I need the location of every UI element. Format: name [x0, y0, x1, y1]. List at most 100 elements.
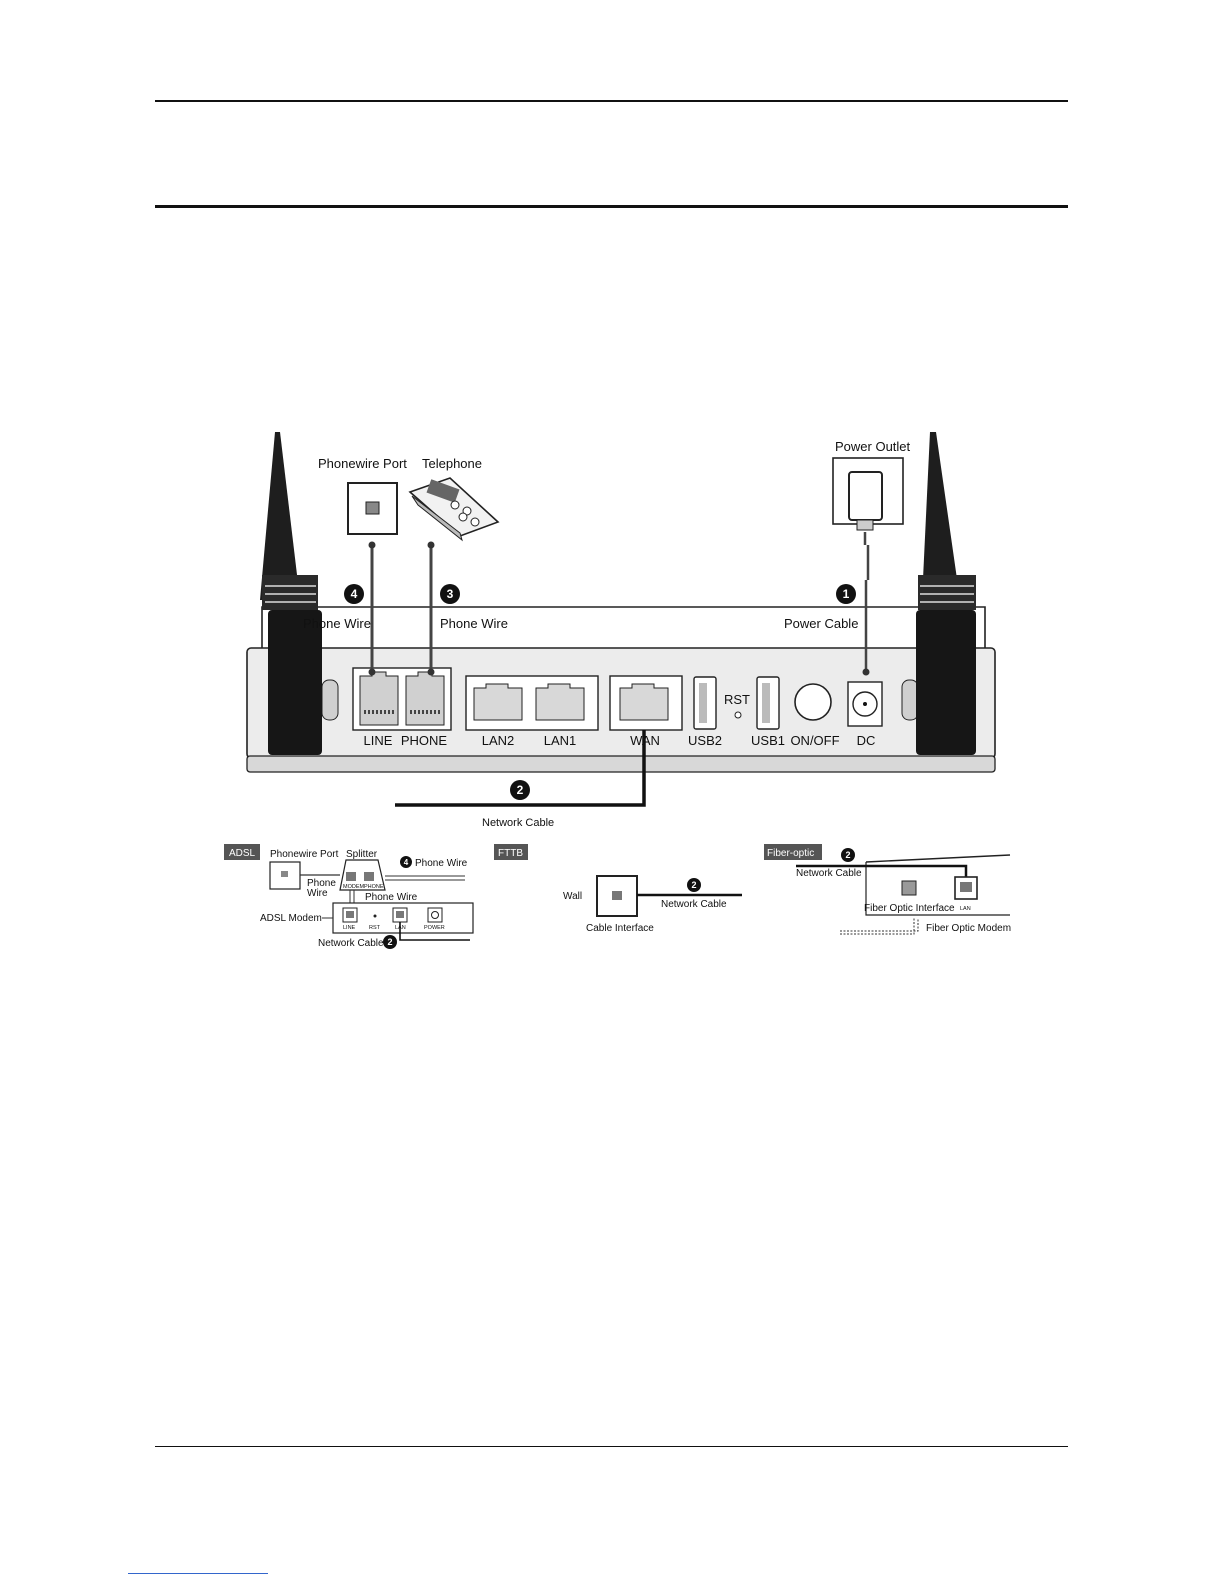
power-cable-plug	[862, 668, 870, 676]
telephone-icon	[408, 477, 500, 542]
adsl-phonewire-jack	[281, 871, 288, 877]
adsl-splitter-phone-label: PHONE	[364, 884, 384, 890]
phone-wire-label-3: Phone Wire	[440, 616, 508, 631]
port-label-usb1: USB1	[751, 733, 785, 748]
rst-button[interactable]	[734, 711, 742, 719]
power-cable-label: Power Cable	[784, 616, 858, 631]
phone-wire-line-plug	[368, 668, 376, 676]
adsl-phone-wire-left-1: Phone	[307, 878, 336, 889]
power-adapter-icon	[848, 471, 883, 521]
adsl-splitter-modem-jack	[346, 872, 356, 881]
adsl-modem-line-jack	[346, 911, 354, 918]
step-4-number: 4	[351, 587, 358, 601]
adsl-phonewire-port-label: Phonewire Port	[270, 849, 339, 860]
fiber-inset: Fiber-optic 2 Network Cable Fiber Optic …	[764, 844, 1011, 935]
fttb-tag-box	[494, 844, 528, 860]
fiber-modem-outline	[865, 862, 1010, 916]
adsl-inset: ADSL Phonewire Port Splitter MODEM PHONE…	[224, 844, 474, 949]
port-label-lan1: LAN1	[544, 733, 577, 748]
adsl-step-2-number: 2	[387, 937, 392, 947]
port-label-rst: RST	[724, 692, 750, 707]
fiber-network-cable	[796, 864, 968, 877]
adsl-modem-power-label: POWER	[424, 925, 445, 931]
fttb-inset: FTTB Wall 2 Network Cable Cable Interfac…	[494, 844, 742, 934]
phone-wire-phone-plug	[427, 668, 435, 676]
fiber-interface-port	[901, 880, 917, 896]
lan1-port[interactable]	[535, 683, 585, 721]
phone-wire-line-end	[368, 541, 376, 549]
line-port[interactable]	[359, 671, 399, 726]
adsl-splitter-icon	[339, 859, 386, 891]
port-label-onoff: ON/OFF	[790, 733, 839, 748]
telephone-label: Telephone	[422, 456, 482, 471]
phonewire-port-label: Phonewire Port	[318, 456, 407, 471]
footer-link-underline	[128, 1573, 268, 1574]
header-rule-top	[155, 100, 1068, 102]
fiber-modem-top-edge	[865, 854, 1011, 863]
adsl-network-cable-label: Network Cable	[318, 938, 384, 949]
phone-port[interactable]	[405, 671, 445, 726]
port-label-lan2: LAN2	[482, 733, 515, 748]
step-2-number: 2	[517, 783, 524, 797]
adsl-modem-line-label: LINE	[343, 925, 356, 931]
step-1-marker	[836, 584, 856, 604]
fttb-network-cable-label: Network Cable	[661, 899, 727, 910]
adsl-phone-wire-out	[385, 875, 465, 881]
fiber-modem-label: Fiber Optic Modem	[926, 923, 1011, 934]
fiber-tag-box	[764, 844, 822, 860]
fiber-lan-label: LAN	[960, 906, 971, 912]
fttb-step-2-number: 2	[691, 880, 696, 890]
adsl-modem-rst-label: RST	[369, 925, 381, 931]
fiber-optic-line	[840, 918, 919, 935]
lan2-port[interactable]	[473, 683, 523, 721]
adsl-phone-wire-left-2: Wire	[307, 888, 328, 899]
adsl-step-2-marker	[383, 935, 397, 949]
phone-wire-label-4: Phone Wire	[303, 616, 371, 631]
port-label-line: LINE	[364, 733, 393, 748]
fiber-interface-label: Fiber Optic Interface	[864, 903, 955, 914]
phonewire-port-jack	[365, 501, 380, 515]
wan-port[interactable]	[619, 683, 669, 721]
usb2-port-tongue	[699, 683, 707, 723]
adsl-splitter-phone-jack	[364, 872, 374, 881]
onoff-button[interactable]	[794, 683, 832, 721]
network-cable-label: Network Cable	[482, 817, 554, 829]
fiber-lan-jack	[960, 882, 972, 892]
fttb-step-2-marker	[687, 878, 701, 892]
port-label-usb2: USB2	[688, 733, 722, 748]
fttb-tag: FTTB	[498, 848, 523, 859]
port-label-dc: DC	[857, 733, 876, 748]
adsl-splitter-label: Splitter	[346, 849, 378, 860]
dc-port-pin	[863, 702, 867, 706]
step-4-marker	[344, 584, 364, 604]
fttb-wall-label: Wall	[563, 891, 582, 902]
step-3-marker	[440, 584, 460, 604]
power-adapter-base	[856, 519, 874, 531]
adsl-step-4-marker	[400, 856, 412, 868]
adsl-step-4-number: 4	[404, 858, 409, 867]
fiber-step-2-number: 2	[845, 850, 850, 860]
power-outlet-label: Power Outlet	[835, 439, 911, 454]
adsl-modem-power-jack	[431, 911, 439, 919]
adsl-phone-wire-top-label: Phone Wire	[415, 858, 468, 869]
fttb-cable-interface-jack	[612, 891, 622, 900]
step-2-marker	[510, 780, 530, 800]
adsl-modem-label: ADSL Modem	[260, 913, 322, 924]
fiber-step-2-marker	[841, 848, 855, 862]
adsl-tag-box	[224, 844, 260, 860]
adsl-modem-lan-jack	[396, 911, 404, 918]
header-rule-bottom	[155, 205, 1068, 208]
adsl-modem-rst-hole	[373, 914, 377, 918]
fiber-network-cable-label: Network Cable	[796, 868, 862, 879]
antenna-right	[916, 432, 976, 755]
footer-rule	[155, 1446, 1068, 1447]
adsl-splitter-modem-label: MODEM	[343, 884, 365, 890]
step-3-number: 3	[447, 587, 454, 601]
power-cable	[863, 532, 870, 672]
phone-wire-phone-end	[427, 541, 435, 549]
usb1-port-tongue	[762, 683, 770, 723]
port-label-phone: PHONE	[401, 733, 448, 748]
step-1-number: 1	[843, 587, 850, 601]
fiber-tag: Fiber-optic	[767, 848, 814, 859]
